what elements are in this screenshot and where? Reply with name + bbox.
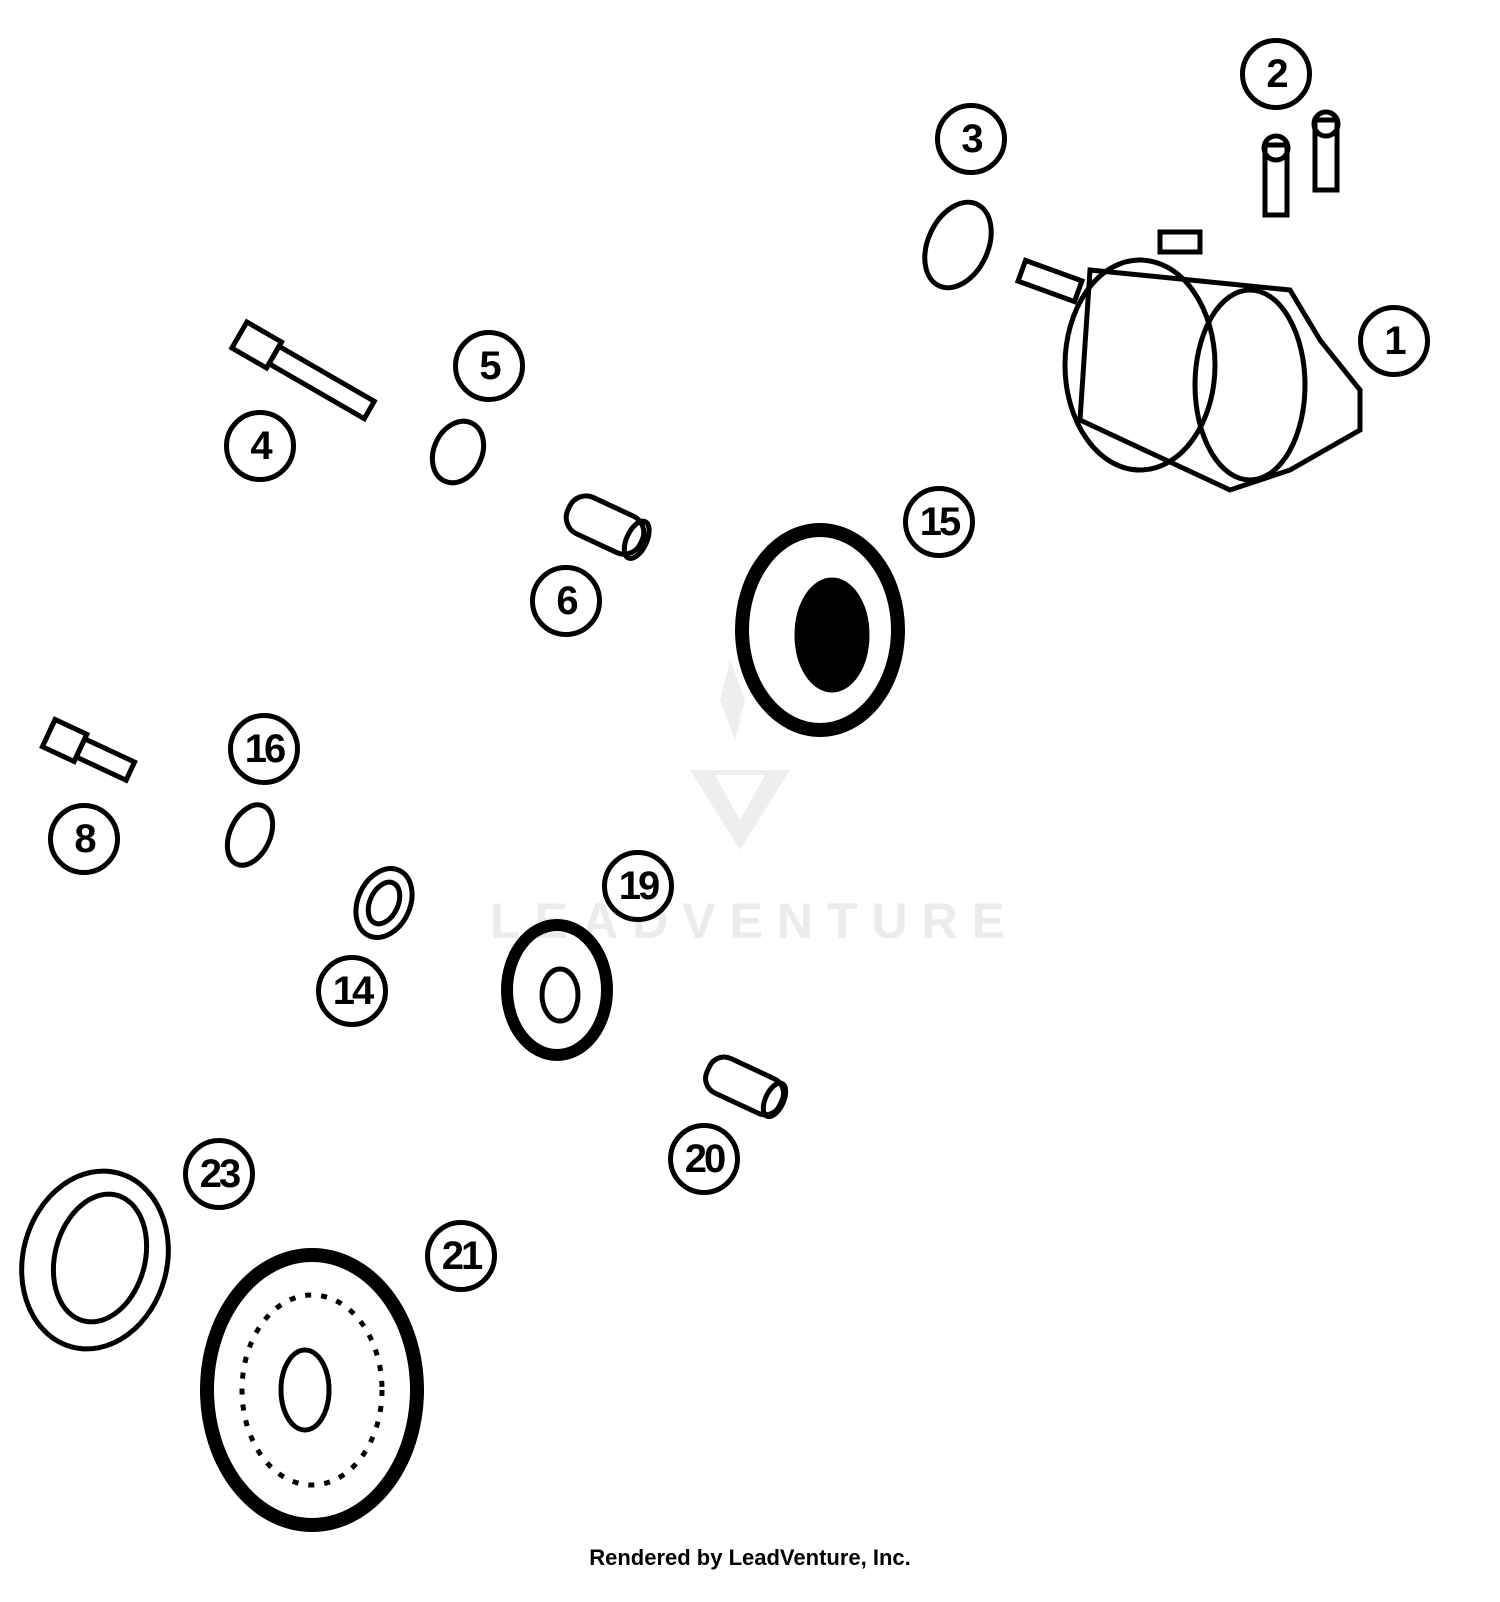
washer-part (429, 418, 487, 486)
callout-1: 1 (1358, 305, 1430, 377)
sleeve-part (703, 1054, 789, 1120)
intermediate-gear-part (735, 523, 905, 737)
callout-5: 5 (453, 330, 525, 402)
callout-4: 4 (224, 410, 296, 482)
shaft-seal-part (19, 1168, 171, 1352)
callout-21: 21 (425, 1220, 497, 1292)
o-ring-part (922, 199, 994, 291)
callout-16: 16 (228, 713, 300, 785)
bushing-part (563, 493, 652, 561)
thrust-washer-part (353, 866, 415, 940)
starter-gear-part (200, 1248, 424, 1532)
callout-6: 6 (530, 565, 602, 637)
bolts-part (1261, 109, 1341, 218)
callout-19: 19 (602, 850, 674, 922)
starter-motor-part (1014, 229, 1363, 493)
callout-14: 14 (316, 955, 388, 1027)
callout-3: 3 (935, 103, 1007, 175)
footer-credit: Rendered by LeadVenture, Inc. (589, 1545, 911, 1570)
callout-15: 15 (903, 486, 975, 558)
long-bolt-part (228, 318, 378, 423)
callout-8: 8 (48, 803, 120, 875)
lock-ring-part (224, 802, 276, 868)
small-gear-part (501, 919, 613, 1061)
callout-2: 2 (1240, 38, 1312, 110)
callout-23: 23 (183, 1138, 255, 1210)
watermark-text: LEADVENTURE (490, 893, 1020, 949)
callout-20: 20 (668, 1123, 740, 1195)
short-bolt-part (39, 716, 138, 784)
